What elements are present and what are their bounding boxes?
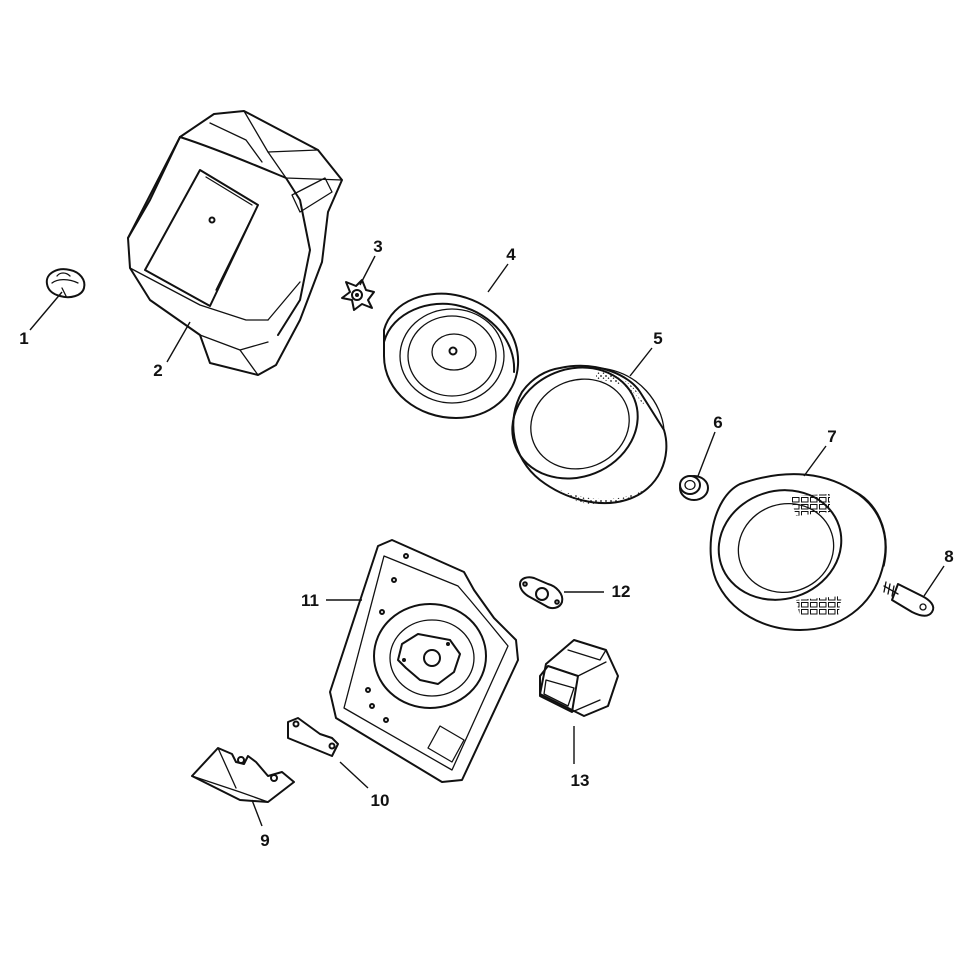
- callout-5: 5: [653, 329, 662, 348]
- gasket-icon: [287, 717, 339, 757]
- callout-labels: 1 2 3 4 5 6 7 8 9 10 11 12 13: [19, 237, 953, 850]
- callout-1: 1: [19, 329, 28, 348]
- callout-9: 9: [260, 831, 269, 850]
- wing-nut-icon: [341, 279, 375, 311]
- callout-6: 6: [713, 413, 722, 432]
- bracket-icon: [191, 747, 295, 803]
- callout-13: 13: [571, 771, 590, 790]
- leader-line-2: [166, 321, 191, 363]
- leader-line-9: [251, 799, 263, 827]
- callout-8: 8: [944, 547, 953, 566]
- leader-line-6: [697, 431, 716, 477]
- callout-10: 10: [371, 791, 390, 810]
- callout-2: 2: [153, 361, 162, 380]
- leader-line-3: [359, 255, 376, 286]
- callout-7: 7: [827, 427, 836, 446]
- filter-element-icon: [709, 473, 887, 631]
- leader-line-8: [923, 565, 945, 597]
- leader-line-10: [339, 761, 369, 789]
- base-plate-icon: [329, 539, 519, 783]
- cover-plate-icon: [383, 292, 520, 419]
- leader-line-7: [803, 445, 827, 477]
- seal-icon: [679, 475, 709, 501]
- callout-3: 3: [373, 237, 382, 256]
- precleaner-sleeve-icon: [511, 364, 668, 505]
- gasket-icon: [519, 576, 564, 610]
- leader-lines: [29, 255, 945, 827]
- callout-12: 12: [612, 582, 631, 601]
- leader-line-5: [629, 347, 653, 377]
- knob-icon: [45, 268, 86, 299]
- elbow-icon: [539, 639, 619, 717]
- leader-line-4: [487, 263, 509, 293]
- leader-line-1: [29, 291, 63, 331]
- callout-11: 11: [301, 591, 319, 610]
- callout-4: 4: [506, 245, 516, 264]
- air-cleaner-cover-icon: [127, 110, 343, 376]
- stud-icon: [883, 581, 935, 617]
